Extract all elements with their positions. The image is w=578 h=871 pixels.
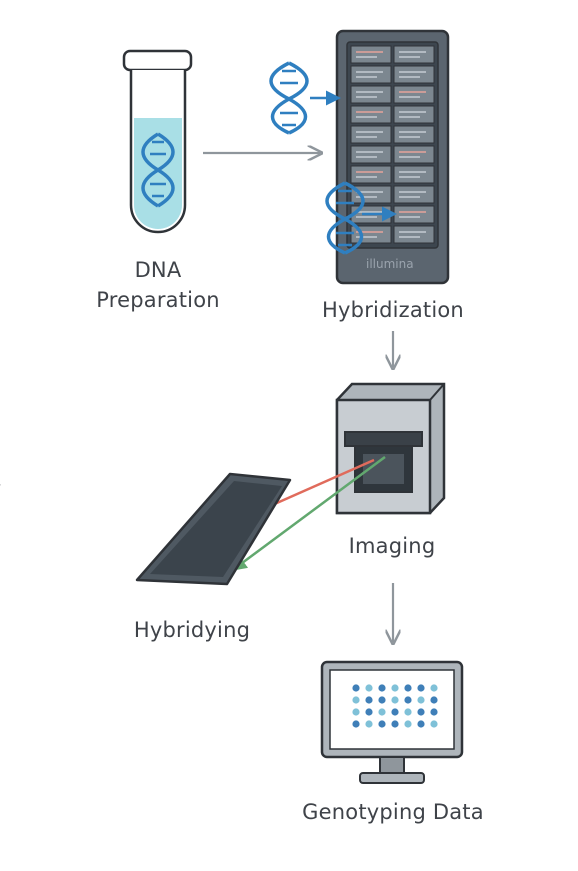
dna-helix-icon <box>141 132 175 208</box>
data-dot <box>378 684 386 692</box>
step-label-hybridying: Hybridying <box>133 618 251 642</box>
array-slot <box>350 85 392 104</box>
array-slot <box>350 125 392 144</box>
data-dot <box>417 708 425 716</box>
array-slot <box>350 105 392 124</box>
beadchip-slide-icon <box>0 472 292 586</box>
array-slot <box>393 85 435 104</box>
data-dot <box>378 708 386 716</box>
data-dot <box>417 684 425 692</box>
data-dot <box>352 696 360 704</box>
imaging-scanner-icon <box>335 382 446 515</box>
data-dot <box>430 708 438 716</box>
data-dot <box>365 684 373 692</box>
data-dot <box>391 684 399 692</box>
dna-helix-icon <box>325 181 365 255</box>
data-dot <box>417 696 425 704</box>
data-dot <box>430 696 438 704</box>
laser-beam-red <box>256 458 375 515</box>
data-dot <box>378 720 386 728</box>
array-slot <box>393 225 435 244</box>
data-dot <box>391 708 399 716</box>
data-dot <box>430 720 438 728</box>
bead-array-scanner-icon <box>335 29 450 285</box>
monitor-icon <box>320 660 464 784</box>
data-dot <box>378 696 386 704</box>
array-slot <box>393 145 435 164</box>
data-dot <box>365 720 373 728</box>
data-dot <box>352 684 360 692</box>
data-dot <box>391 696 399 704</box>
step-label-genotyping-data: Genotyping Data <box>302 800 484 824</box>
array-slot <box>393 165 435 184</box>
data-dot <box>404 720 412 728</box>
array-slot <box>393 125 435 144</box>
array-slot <box>393 65 435 84</box>
laser-beam-green <box>231 455 386 571</box>
array-slot <box>350 145 392 164</box>
data-dot <box>417 720 425 728</box>
data-dot <box>365 708 373 716</box>
step-label-dna-preparation: DNA Preparation <box>96 258 220 312</box>
data-dot <box>404 708 412 716</box>
step-label-imaging: Imaging <box>348 534 436 558</box>
array-slot <box>350 65 392 84</box>
data-dot <box>391 720 399 728</box>
array-slot <box>350 45 392 64</box>
step-label-hybridization: Hybridization <box>322 298 464 322</box>
data-dot <box>365 696 373 704</box>
array-slot <box>393 45 435 64</box>
data-dot <box>404 684 412 692</box>
data-dot <box>352 720 360 728</box>
array-slot <box>393 185 435 204</box>
data-dot <box>352 708 360 716</box>
array-slot <box>393 105 435 124</box>
dna-helix-icon <box>269 61 309 135</box>
array-slot <box>350 165 392 184</box>
data-dot <box>404 696 412 704</box>
array-slot <box>393 205 435 224</box>
instrument-brand-label: illumina <box>366 257 414 271</box>
data-dot <box>430 684 438 692</box>
